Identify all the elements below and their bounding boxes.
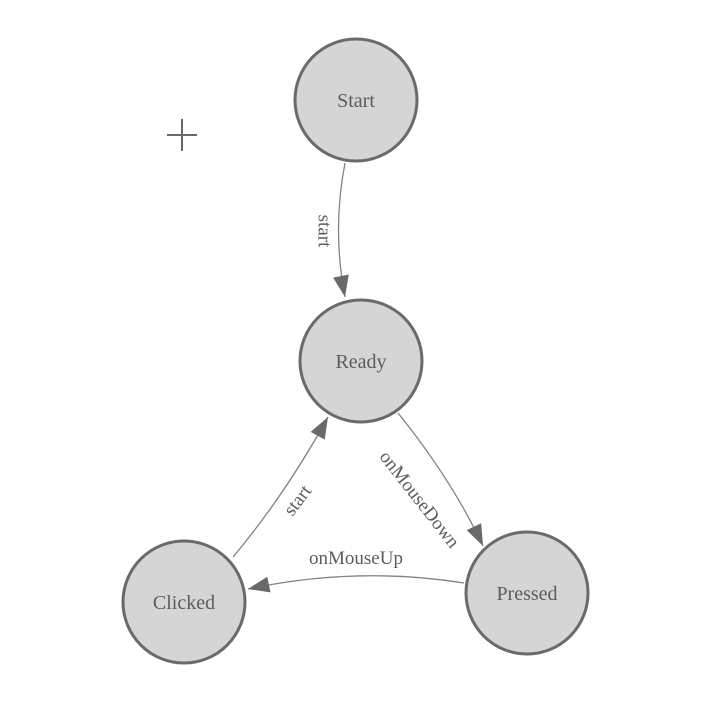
state-node-start-label: Start [337, 90, 375, 112]
state-node-clicked-label: Clicked [153, 592, 215, 614]
state-node-pressed-circle[interactable] [464, 530, 590, 656]
edge-pressed-to-clicked[interactable]: onMouseUp [247, 548, 465, 593]
state-node-ready-label: Ready [335, 351, 386, 373]
edge-pressed-to-clicked-path[interactable] [247, 575, 465, 593]
edge-label-onmousedown: onMouseDown [375, 447, 464, 553]
crosshair-cursor-icon [167, 119, 197, 151]
state-node-start-circle[interactable] [293, 37, 419, 163]
state-node-pressed[interactable]: Pressed [464, 530, 590, 656]
state-node-start[interactable]: Start [293, 37, 419, 163]
edge-ready-to-pressed-path[interactable] [397, 412, 484, 547]
state-node-clicked-circle[interactable] [121, 539, 247, 665]
edge-start-to-ready-path[interactable] [333, 162, 349, 298]
edge-label-onmouseup: onMouseUp [309, 548, 403, 569]
state-node-pressed-label: Pressed [496, 583, 557, 605]
edge-start-to-ready[interactable]: start [313, 162, 349, 298]
edge-label-start-1: start [313, 215, 334, 248]
state-node-clicked[interactable]: Clicked [121, 539, 247, 665]
edge-clicked-to-ready-path[interactable] [232, 416, 329, 558]
edge-clicked-to-ready[interactable]: start [232, 416, 329, 558]
state-node-ready-circle[interactable] [298, 298, 424, 424]
state-node-ready[interactable]: Ready [298, 298, 424, 424]
edge-ready-to-pressed[interactable]: onMouseDown [375, 412, 484, 553]
